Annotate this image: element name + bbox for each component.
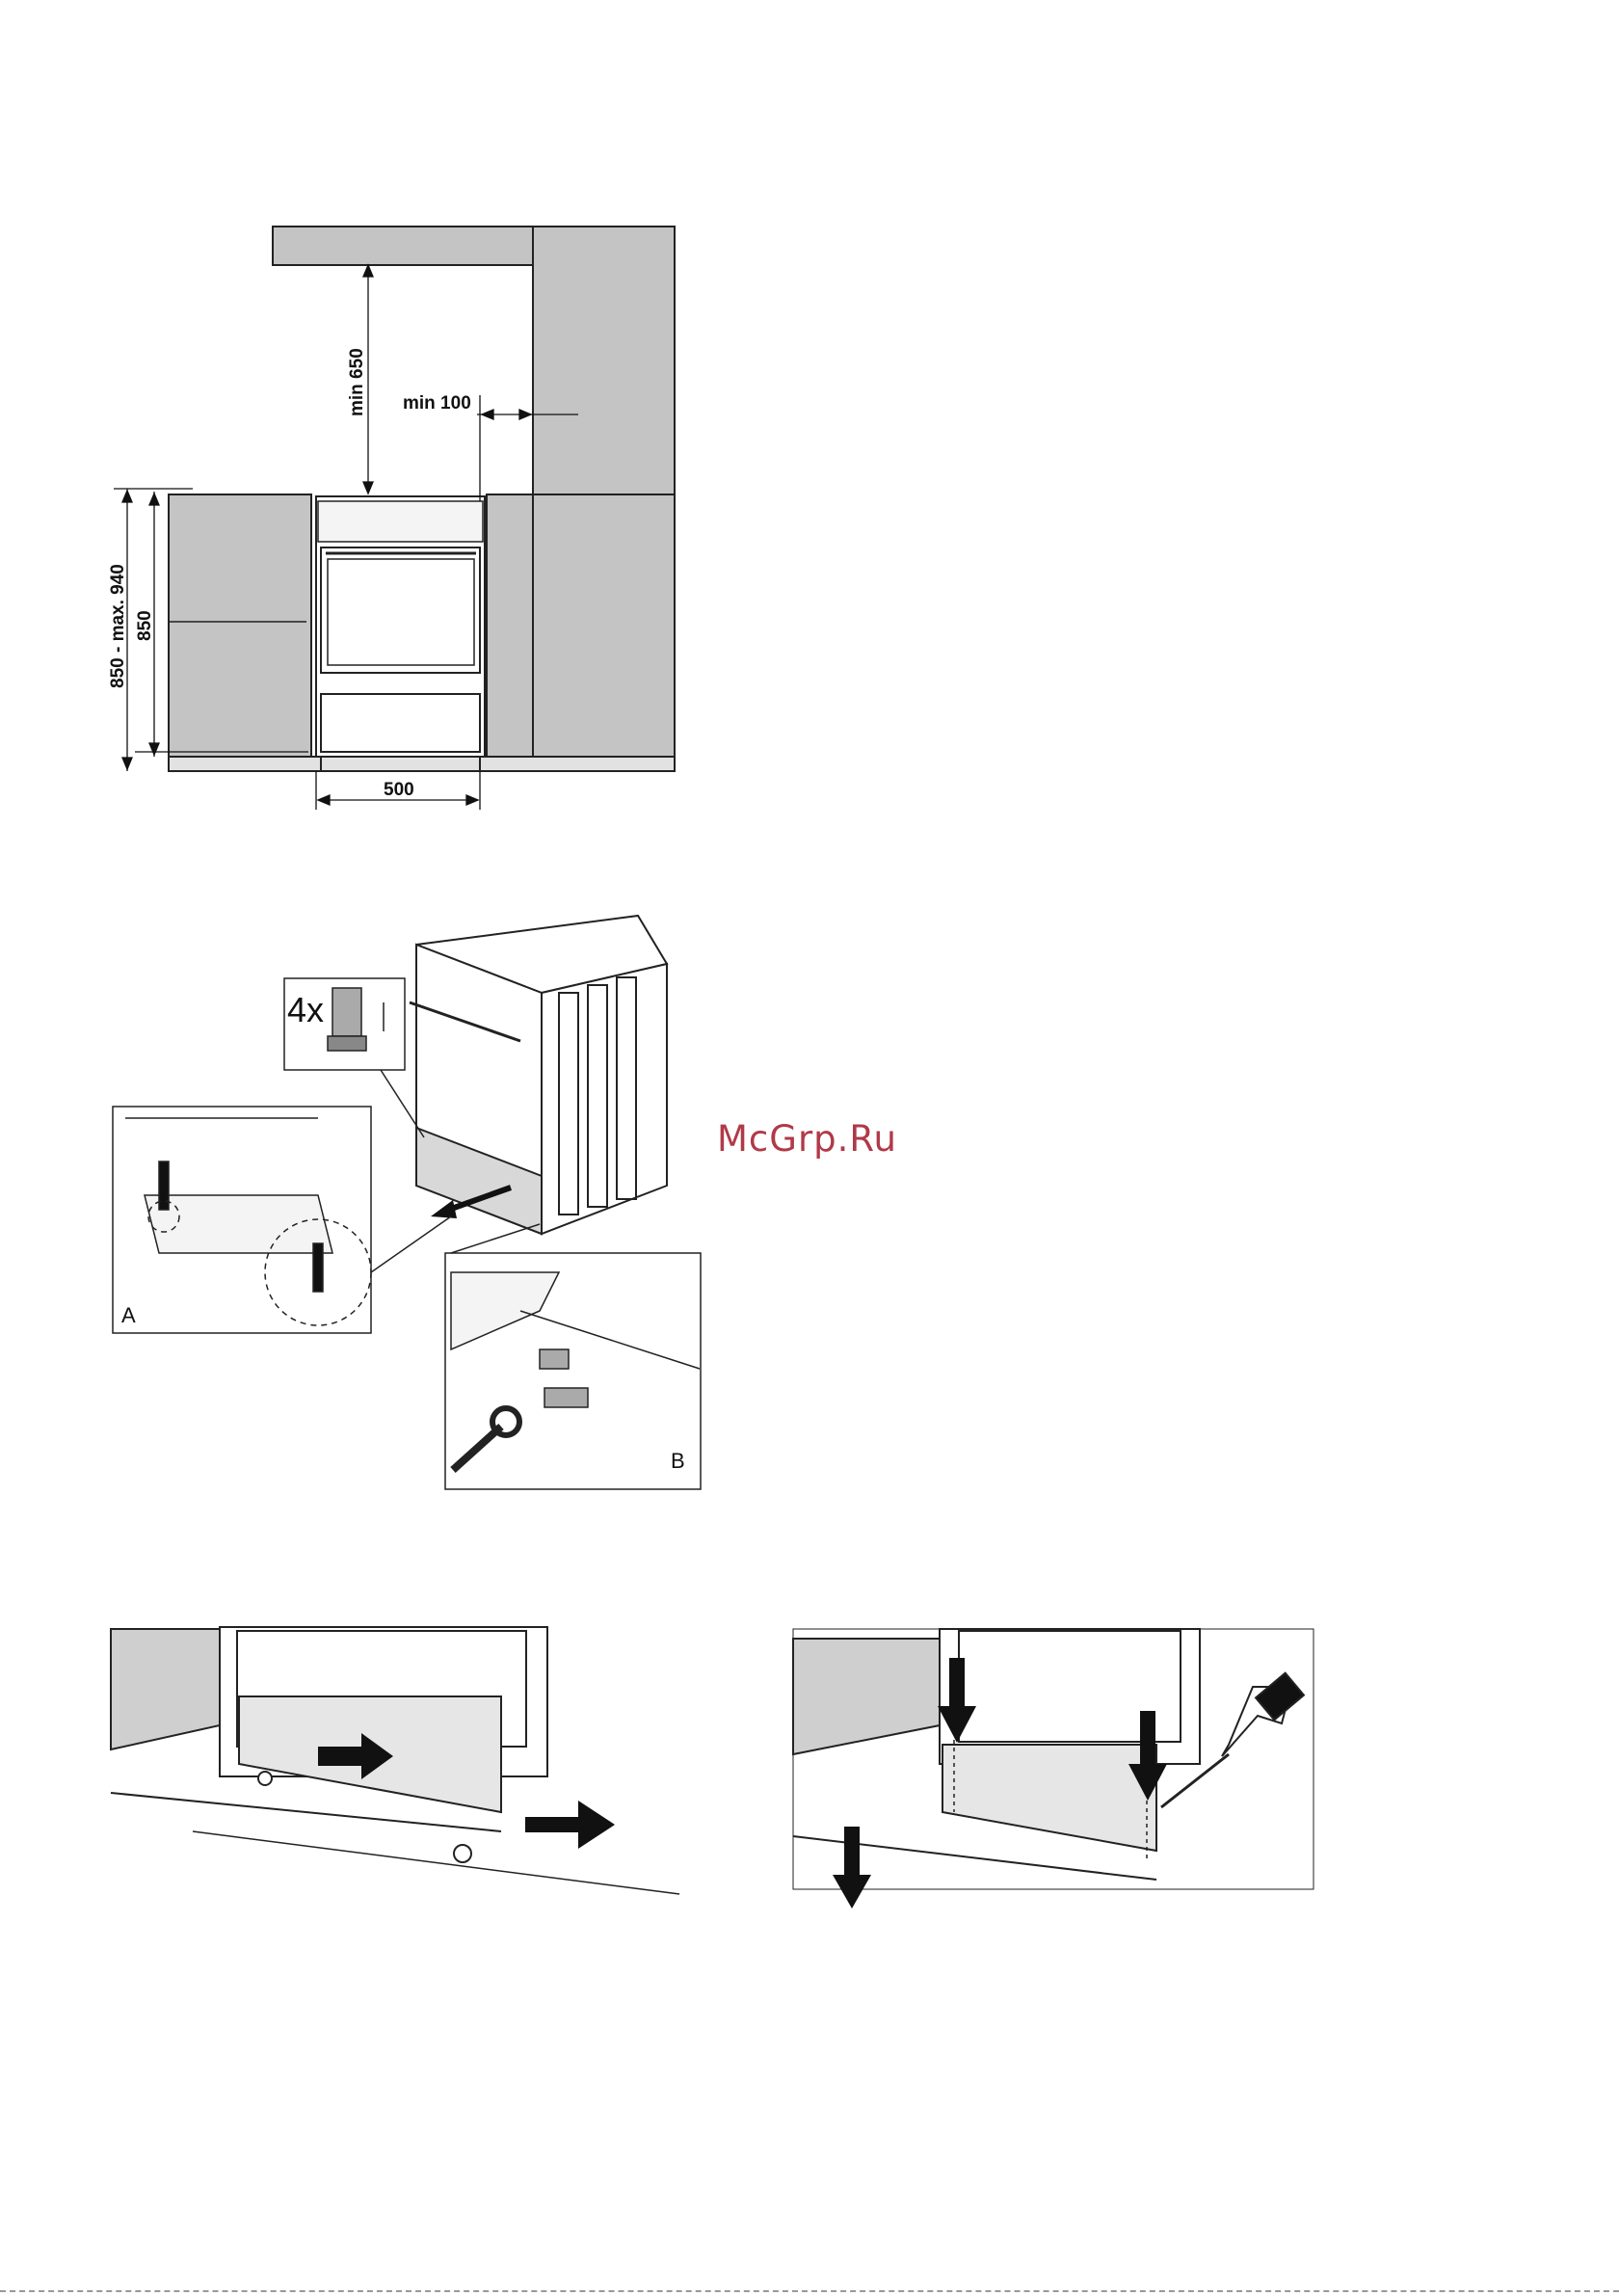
plinth [169, 757, 675, 771]
dim-min-100: min 100 [403, 393, 471, 414]
left-base-cabinet [169, 494, 311, 763]
upper-cabinet [273, 227, 533, 265]
kickplate-removal [111, 1627, 679, 1894]
page-bottom-border [0, 2290, 1619, 2292]
dim-500: 500 [384, 780, 414, 800]
kickplate-fitting [793, 1629, 1314, 1889]
detail-a [113, 1107, 451, 1333]
label-b: B [671, 1449, 685, 1473]
right-base-cabinet [487, 494, 533, 763]
dim-min-650: min 650 [347, 348, 367, 416]
quantity-4x: 4x [287, 990, 324, 1029]
dim-850: 850 [135, 610, 155, 641]
dim-850-max-940: 850 - max. 940 [108, 564, 128, 688]
watermark: McGrp.Ru [717, 1118, 897, 1160]
label-a: A [121, 1303, 136, 1327]
oven-door [321, 547, 480, 673]
drawer [321, 694, 480, 752]
cooker-3d [410, 916, 667, 1234]
detail-b [445, 1224, 701, 1489]
dimension-figure [169, 227, 675, 771]
